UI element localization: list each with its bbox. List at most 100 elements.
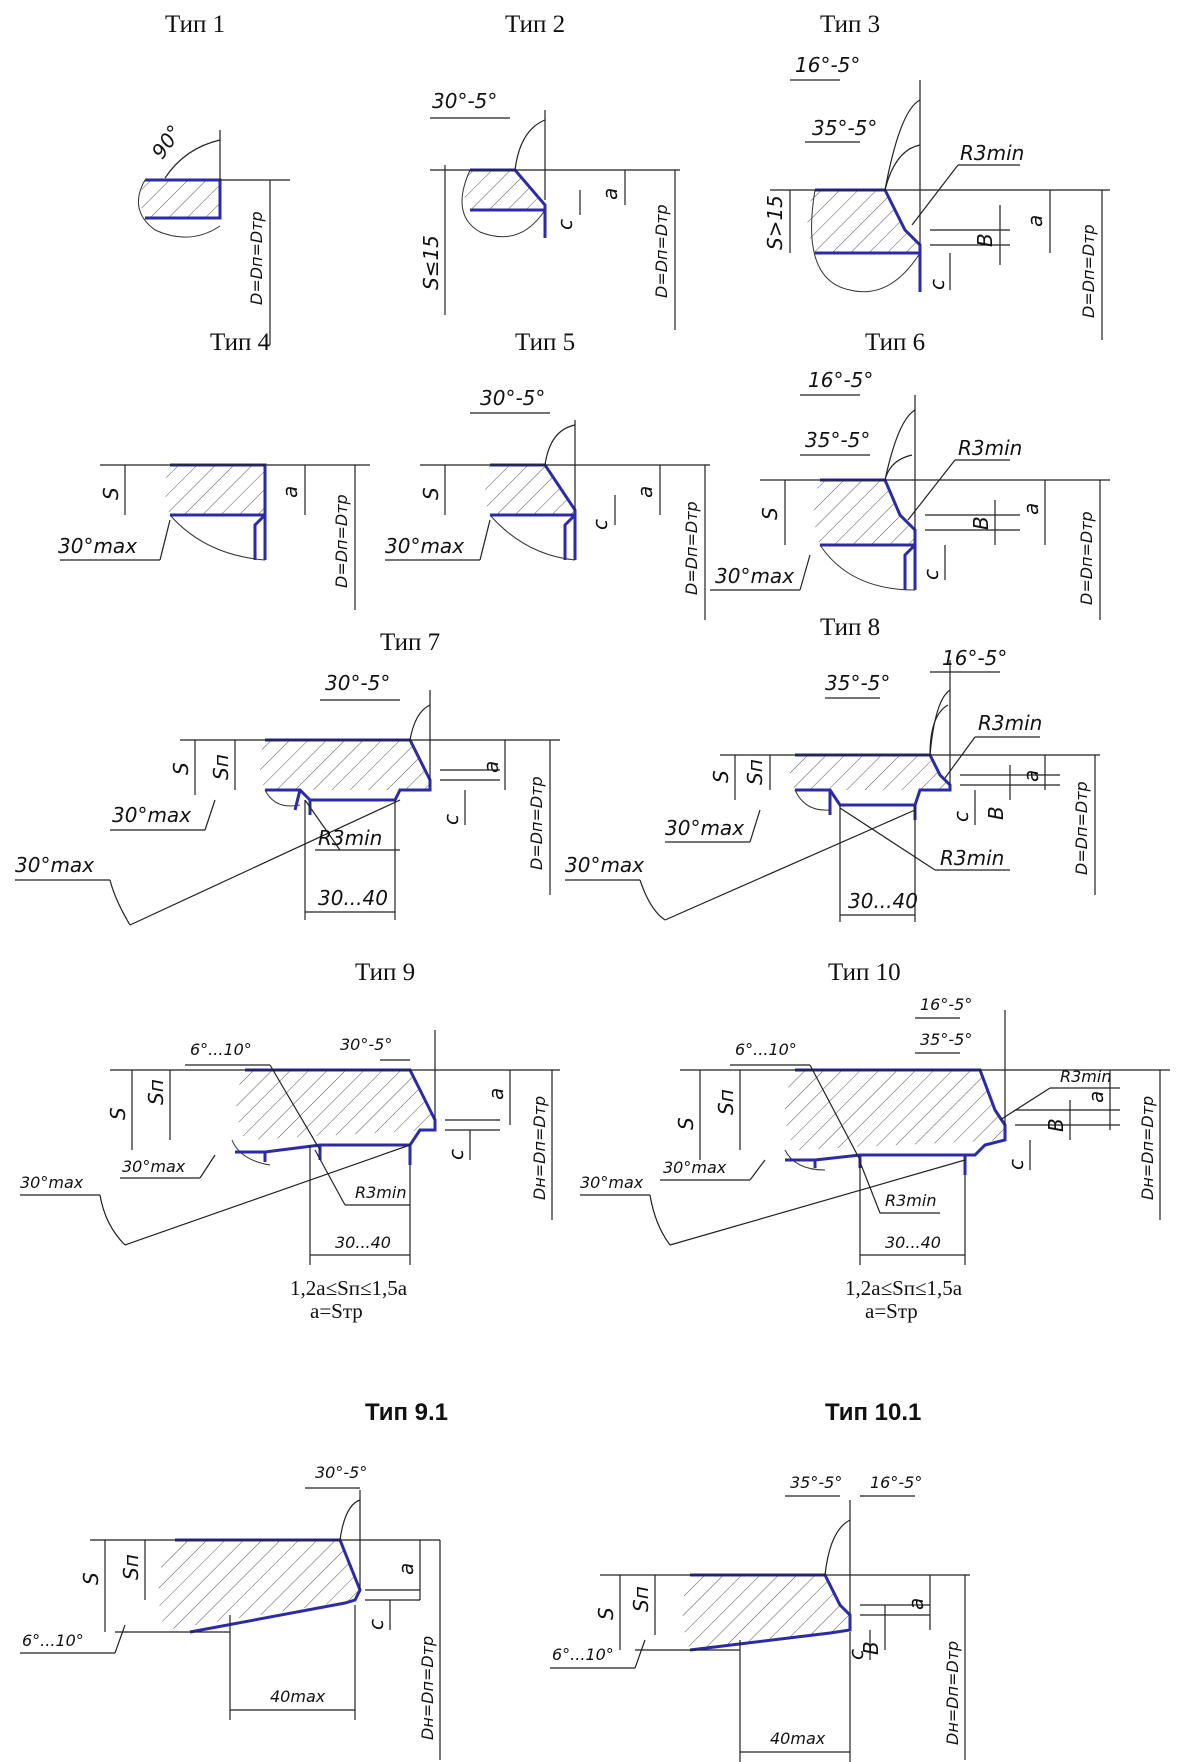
type-3-c-label: c — [925, 279, 949, 290]
type-8-r3min-bottom-label: R3min — [940, 846, 1004, 870]
type-3-r3min-label: R3min — [960, 141, 1024, 165]
type-2-c-label: c — [553, 219, 577, 230]
type-10-r3min-top-label: R3min — [1060, 1067, 1111, 1086]
type-9-angle-30-label: 30°-5° — [340, 1035, 392, 1054]
type-9-note-2: a=Sтр — [310, 1299, 363, 1323]
type-3-diameter-label: D=Dп=Dтр — [1079, 224, 1098, 318]
type-9-c-label: c — [444, 1149, 468, 1160]
type-9-r3min-label: R3min — [355, 1183, 406, 1202]
title-type-9-1: Тип 9.1 — [365, 1399, 448, 1426]
type-8-angle-16-label: 16°-5° — [942, 646, 1007, 670]
type-7-c-label: c — [439, 814, 463, 825]
type-10-angle-6-10-label: 6°...10° — [735, 1040, 797, 1059]
type-10-1-angle-6-10-label: 6°...10° — [552, 1645, 614, 1664]
type-7-a-label: a — [479, 761, 503, 773]
type-7-sn-label: Sп — [209, 754, 233, 780]
type-10-sn-label: Sп — [714, 1089, 738, 1115]
type-10-1-angle-35-label: 35°-5° — [790, 1473, 842, 1492]
type-10-1-c-label: c — [844, 1649, 868, 1660]
type-6-c-label: c — [919, 569, 943, 580]
title-type-10-1: Тип 10.1 — [825, 1399, 921, 1426]
angle-30-label: 30°-5° — [432, 89, 497, 113]
type-6-angle-16-label: 16°-5° — [808, 368, 873, 392]
title-type-9: Тип 9 — [355, 959, 415, 986]
type-8-a-label: a — [1019, 770, 1043, 782]
title-type-1: Тип 1 — [165, 11, 225, 38]
type-9-30-40-label: 30...40 — [335, 1233, 391, 1252]
type-9-sn-label: Sп — [144, 1079, 168, 1105]
type-6-angle-35-label: 35°-5° — [805, 428, 870, 452]
title-type-2: Тип 2 — [505, 11, 565, 38]
type-8-sn-label: Sп — [743, 759, 767, 785]
type-7-30-40-label: 30...40 — [318, 886, 388, 910]
type-7-inner-30max-label: 30°max — [112, 803, 191, 827]
type-10-outer-30max-label: 30°max — [580, 1173, 644, 1192]
type-10-c-label: c — [1004, 1159, 1028, 1170]
type-9-s-label: S — [106, 1107, 130, 1120]
type-8-s-label: S — [709, 770, 733, 783]
type-10-1-angle-16-label: 16°-5° — [870, 1473, 922, 1492]
type-4-a-label: a — [278, 486, 302, 498]
type-4-s-label: S — [99, 487, 123, 500]
type-4-diameter-label: D=Dп=Dтр — [332, 494, 351, 588]
type-10-angle-16-label: 16°-5° — [920, 995, 972, 1014]
type-6-diameter-label: D=Dп=Dтр — [1077, 511, 1096, 605]
type-9-angle-6-10-label: 6°...10° — [190, 1040, 252, 1059]
type-1-profile: 90° D=Dп=Dтр — [137, 120, 290, 345]
type-4-30max-label: 30°max — [58, 534, 137, 558]
type-9-1-c-label: c — [364, 1619, 388, 1630]
type-9-1-a-label: a — [394, 1563, 418, 1575]
type-6-profile: 16°-5° 35°-5° R3min S c B a D=Dп=Dтр 30°… — [710, 368, 1110, 620]
type-9-1-angle-6-10-label: 6°...10° — [22, 1631, 84, 1650]
type-3-a-label: a — [1023, 215, 1047, 227]
type-3-s-gt-15-label: S>15 — [763, 195, 787, 250]
title-type-5: Тип 5 — [515, 329, 575, 356]
type-10-30-40-label: 30...40 — [885, 1233, 941, 1252]
type-7-diameter-label: D=Dп=Dтр — [527, 776, 546, 870]
type-6-b-label: B — [969, 516, 993, 530]
type-3-b-label: B — [973, 233, 997, 247]
type-10-s-label: S — [674, 1117, 698, 1130]
type-10-r3min-bottom-label: R3min — [885, 1191, 936, 1210]
type-9-inner-30max-label: 30°max — [122, 1157, 186, 1176]
diameter-label: D=Dп=Dтр — [247, 211, 266, 305]
type-3-profile: 16°-5° 35°-5° R3min S>15 c B a D=Dп=Dтр — [763, 53, 1110, 340]
type-9-1-angle-30-label: 30°-5° — [315, 1463, 367, 1482]
type-5-angle-30-label: 30°-5° — [480, 386, 545, 410]
type-8-r3min-top-label: R3min — [978, 711, 1042, 735]
type-5-a-label: a — [633, 486, 657, 498]
type-10-b-label: B — [1044, 1118, 1068, 1132]
type-3-angle-35-label: 35°-5° — [812, 116, 877, 140]
type-2-diameter-label: D=Dп=Dтр — [652, 204, 671, 298]
type-9-outer-30max-label: 30°max — [20, 1173, 84, 1192]
type-10-profile: 16°-5° 35°-5° 6°...10° R3min S Sп c B a … — [580, 995, 1170, 1323]
type-8-diameter-label: D=Dп=Dтр — [1072, 781, 1091, 875]
type-9-a-label: a — [484, 1088, 508, 1100]
type-10-diameter-label: Dн=Dп=Dтр — [1138, 1096, 1157, 1200]
type-7-s-label: S — [169, 762, 193, 775]
type-10-angle-35-label: 35°-5° — [920, 1030, 972, 1049]
type-9-1-s-label: S — [79, 1572, 103, 1585]
title-type-8: Тип 8 — [820, 614, 880, 641]
type-8-b-label: B — [984, 806, 1008, 820]
title-type-7: Тип 7 — [380, 629, 440, 656]
type-8-c-label: c — [949, 811, 973, 822]
thickness-s-le-15-label: S≤15 — [419, 235, 443, 290]
type-8-profile: 16°-5° 35°-5° R3min S Sп c B a D=Dп=Dтр … — [565, 646, 1100, 922]
type-9-1-sn-label: Sп — [119, 1554, 143, 1580]
type-10-note-2: a=Sтр — [865, 1299, 918, 1323]
type-10-inner-30max-label: 30°max — [663, 1158, 727, 1177]
type-10-a-label: a — [1084, 1091, 1108, 1103]
type-6-a-label: a — [1019, 503, 1043, 515]
type-10-1-sn-label: Sп — [629, 1586, 653, 1612]
type-7-profile: 30°-5° S Sп c a D=Dп=Dтр 30°max 30°max R… — [15, 671, 560, 926]
type-10-1-40max-label: 40max — [770, 1729, 826, 1748]
type-3-angle-16-label: 16°-5° — [795, 53, 860, 77]
angle-90-label: 90° — [147, 120, 187, 163]
type-4-profile: S a D=Dп=Dтр 30°max — [58, 463, 370, 610]
type-9-1-diameter-label: Dн=Dп=Dтр — [418, 1636, 437, 1740]
type-2-profile: 30°-5° S≤15 c a D=Dп=Dтр — [419, 89, 680, 330]
type-2-a-label: a — [598, 188, 622, 200]
type-10-1-diameter-label: Dн=Dп=Dтр — [943, 1641, 962, 1745]
